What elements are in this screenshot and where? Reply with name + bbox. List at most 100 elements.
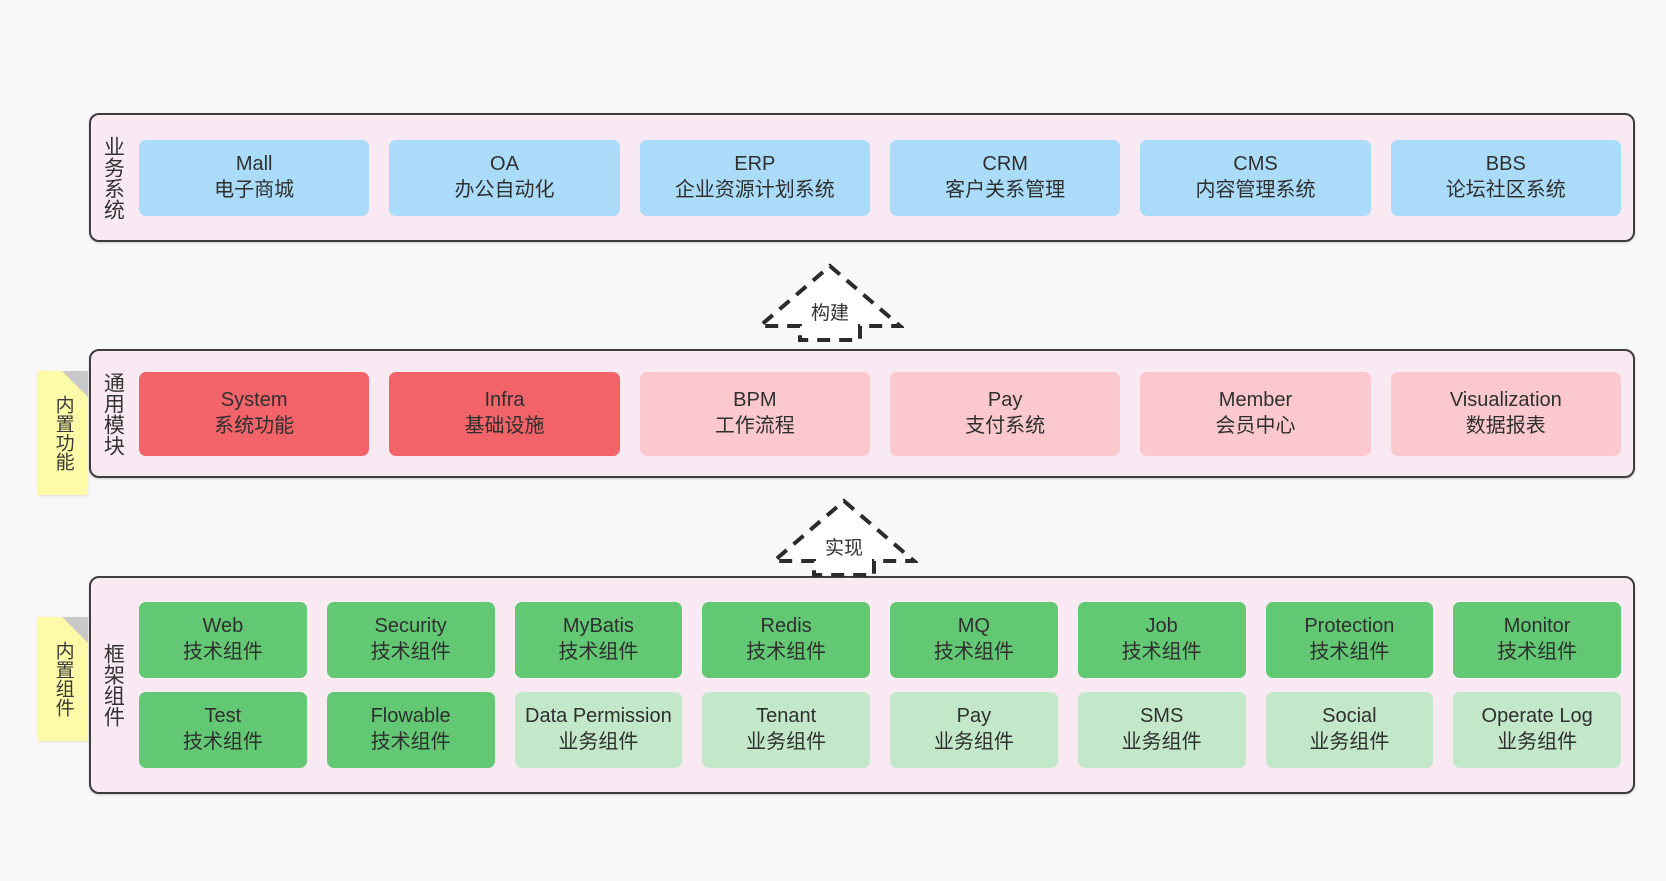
box-system[interactable]: System 系统功能 xyxy=(139,371,370,456)
layer-framework-components: 框架组件 Web 技术组件 Security 技术组件 MyBatis 技术组件… xyxy=(89,576,1635,794)
box-data-permission-en: Data Permission xyxy=(525,705,672,728)
box-flowable-en: Flowable xyxy=(370,705,451,728)
box-test-en: Test xyxy=(204,705,242,728)
box-bpm-en: BPM xyxy=(733,388,777,411)
box-crm-en: CRM xyxy=(982,152,1028,175)
box-operate-log-cn: 业务组件 xyxy=(1497,731,1578,753)
note-fold-corner-icon xyxy=(62,371,88,397)
box-bbs[interactable]: BBS 论坛社区系统 xyxy=(1390,139,1621,216)
box-social[interactable]: Social 业务组件 xyxy=(1265,692,1434,768)
box-tenant-cn: 业务组件 xyxy=(746,731,827,753)
box-pay-module[interactable]: Pay 支付系统 xyxy=(889,371,1121,456)
box-web-cn: 技术组件 xyxy=(182,641,263,663)
box-crm-cn: 客户关系管理 xyxy=(945,178,1066,201)
box-pay-component-cn: 业务组件 xyxy=(933,731,1014,753)
box-oa-cn: 办公自动化 xyxy=(454,178,555,201)
box-web-en: Web xyxy=(202,615,244,638)
box-test[interactable]: Test 技术组件 xyxy=(139,692,307,768)
box-system-cn: 系统功能 xyxy=(214,414,295,437)
framework-row-business: Test 技术组件 Flowable 技术组件 Data Permission … xyxy=(139,692,1621,768)
layer-common-modules-body: System 系统功能 Infra 基础设施 BPM 工作流程 Pay 支付系统… xyxy=(133,351,1633,476)
box-mall-cn: 电子商城 xyxy=(214,178,295,201)
box-redis[interactable]: Redis 技术组件 xyxy=(702,602,870,678)
connector-implement-label: 实现 xyxy=(824,538,863,559)
box-monitor-cn: 技术组件 xyxy=(1497,641,1578,663)
connector-build: 构建 xyxy=(756,262,904,342)
box-pay-component[interactable]: Pay 业务组件 xyxy=(890,692,1058,768)
box-protection-en: Protection xyxy=(1304,615,1395,638)
note-fold-corner-icon xyxy=(62,617,88,643)
box-infra-en: Infra xyxy=(484,388,525,411)
box-security-cn: 技术组件 xyxy=(370,641,451,663)
box-mq[interactable]: MQ 技术组件 xyxy=(890,602,1058,678)
modules-row: System 系统功能 Infra 基础设施 BPM 工作流程 Pay 支付系统… xyxy=(139,371,1621,456)
box-bpm[interactable]: BPM 工作流程 xyxy=(639,371,870,456)
framework-row-tech: Web 技术组件 Security 技术组件 MyBatis 技术组件 Redi… xyxy=(139,602,1621,678)
box-pay-component-en: Pay xyxy=(956,705,992,728)
box-sms[interactable]: SMS 业务组件 xyxy=(1077,692,1246,768)
box-tenant[interactable]: Tenant 业务组件 xyxy=(702,692,870,768)
box-pay-module-cn: 支付系统 xyxy=(965,414,1046,437)
box-security[interactable]: Security 技术组件 xyxy=(326,602,495,678)
box-job[interactable]: Job 技术组件 xyxy=(1077,602,1246,678)
box-infra-cn: 基础设施 xyxy=(464,414,545,437)
box-bbs-cn: 论坛社区系统 xyxy=(1445,178,1566,201)
box-monitor[interactable]: Monitor 技术组件 xyxy=(1453,602,1621,678)
box-cms-en: CMS xyxy=(1233,152,1278,175)
connector-implement-shape xyxy=(770,498,918,577)
box-infra[interactable]: Infra 基础设施 xyxy=(389,371,620,456)
box-erp[interactable]: ERP 企业资源计划系统 xyxy=(639,139,870,216)
box-flowable-cn: 技术组件 xyxy=(370,731,451,753)
box-member[interactable]: Member 会员中心 xyxy=(1140,371,1371,456)
box-operate-log[interactable]: Operate Log 业务组件 xyxy=(1453,692,1621,768)
box-web[interactable]: Web 技术组件 xyxy=(139,602,307,678)
connector-build-shape xyxy=(756,263,904,342)
box-sms-en: SMS xyxy=(1139,705,1184,728)
box-mq-en: MQ xyxy=(957,615,990,638)
box-mybatis-en: MyBatis xyxy=(562,615,634,638)
box-system-en: System xyxy=(220,388,288,411)
layer-framework-components-title: 框架组件 xyxy=(101,643,125,727)
box-bpm-cn: 工作流程 xyxy=(714,414,795,437)
box-pay-module-en: Pay xyxy=(987,388,1023,411)
note-builtin-features: 内置功能 xyxy=(38,371,88,495)
box-visualization-en: Visualization xyxy=(1449,388,1562,411)
box-sms-cn: 业务组件 xyxy=(1121,731,1202,753)
box-member-cn: 会员中心 xyxy=(1215,414,1296,437)
box-test-cn: 技术组件 xyxy=(182,731,263,753)
note-builtin-features-label: 内置功能 xyxy=(52,395,74,471)
box-crm[interactable]: CRM 客户关系管理 xyxy=(889,139,1121,216)
box-visualization-cn: 数据报表 xyxy=(1465,414,1546,437)
box-erp-en: ERP xyxy=(734,152,776,175)
box-cms[interactable]: CMS 内容管理系统 xyxy=(1140,139,1371,216)
box-social-en: Social xyxy=(1322,705,1377,728)
box-oa-en: OA xyxy=(490,152,519,175)
note-builtin-components: 内置组件 xyxy=(38,617,88,741)
box-operate-log-en: Operate Log xyxy=(1481,705,1593,728)
box-visualization[interactable]: Visualization 数据报表 xyxy=(1390,371,1621,456)
box-tenant-en: Tenant xyxy=(756,705,817,728)
box-member-en: Member xyxy=(1218,388,1293,411)
box-erp-cn: 企业资源计划系统 xyxy=(674,178,835,201)
layer-business-systems: 业务系统 Mall 电子商城 OA 办公自动化 ERP 企业资源计划系统 CRM… xyxy=(89,113,1635,242)
box-oa[interactable]: OA 办公自动化 xyxy=(389,139,620,216)
box-redis-en: Redis xyxy=(760,615,812,638)
box-protection-cn: 技术组件 xyxy=(1309,641,1390,663)
box-data-permission-cn: 业务组件 xyxy=(558,731,639,753)
business-row: Mall 电子商城 OA 办公自动化 ERP 企业资源计划系统 CRM 客户关系… xyxy=(139,139,1621,216)
box-job-cn: 技术组件 xyxy=(1121,641,1202,663)
box-mall[interactable]: Mall 电子商城 xyxy=(139,139,370,216)
box-mq-cn: 技术组件 xyxy=(933,641,1014,663)
box-protection[interactable]: Protection 技术组件 xyxy=(1265,602,1434,678)
box-data-permission[interactable]: Data Permission 业务组件 xyxy=(514,692,683,768)
box-cms-cn: 内容管理系统 xyxy=(1195,178,1316,201)
box-flowable[interactable]: Flowable 技术组件 xyxy=(326,692,495,768)
layer-framework-components-body: Web 技术组件 Security 技术组件 MyBatis 技术组件 Redi… xyxy=(133,578,1633,792)
box-mybatis[interactable]: MyBatis 技术组件 xyxy=(514,602,683,678)
box-social-cn: 业务组件 xyxy=(1309,731,1390,753)
layer-business-systems-body: Mall 电子商城 OA 办公自动化 ERP 企业资源计划系统 CRM 客户关系… xyxy=(133,115,1633,240)
box-security-en: Security xyxy=(374,615,447,638)
layer-common-modules: 通用模块 System 系统功能 Infra 基础设施 BPM 工作流程 Pay… xyxy=(89,349,1635,478)
box-bbs-en: BBS xyxy=(1485,152,1526,175)
note-builtin-components-label: 内置组件 xyxy=(52,641,74,717)
